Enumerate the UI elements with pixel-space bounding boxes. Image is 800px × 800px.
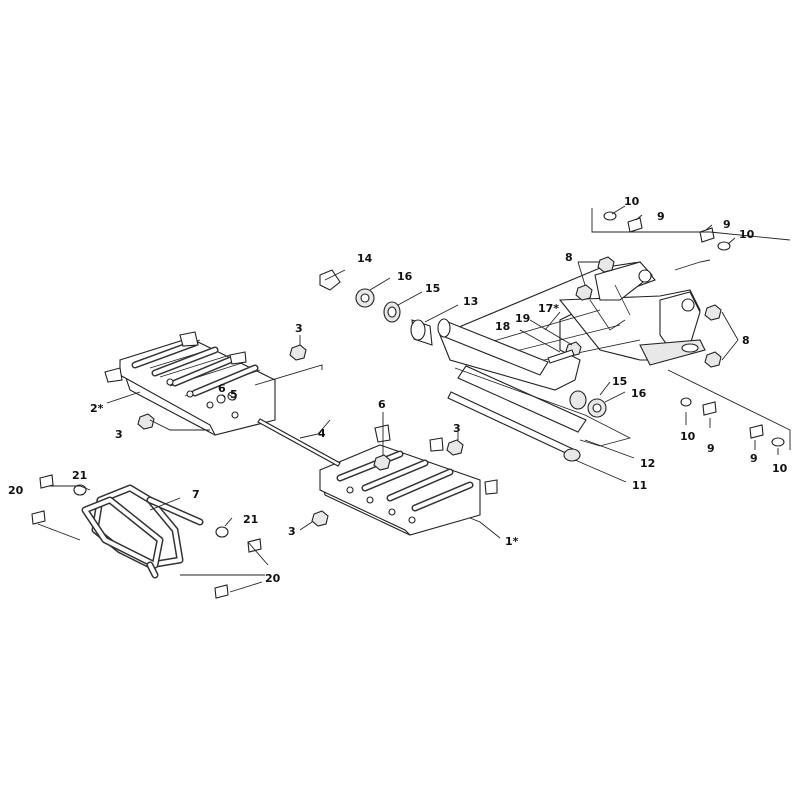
callout-1: 1* [505, 535, 519, 548]
callout-4: 4 [318, 427, 326, 440]
callout-9: 9 [657, 210, 665, 223]
callout-6: 6 [378, 398, 386, 411]
callout-2: 2* [90, 402, 104, 415]
callout-15: 15 [425, 282, 440, 295]
callout-8: 8 [565, 251, 573, 264]
callout-19: 19 [515, 312, 530, 325]
callout-17: 17* [538, 302, 559, 315]
frame-2 [104, 331, 276, 436]
callout-16: 16 [397, 270, 413, 283]
callout-15: 15 [612, 375, 627, 388]
callout-21: 21 [72, 469, 87, 482]
callout-10: 10 [772, 462, 788, 475]
callout-10: 10 [680, 430, 696, 443]
swingarm [439, 261, 706, 391]
callout-9: 9 [750, 452, 758, 465]
pivot-axle [447, 365, 632, 462]
callout-13: 13 [463, 295, 478, 308]
callout-20: 20 [8, 484, 24, 497]
callout-3: 3 [295, 322, 303, 335]
callout-11: 11 [632, 479, 647, 492]
callout-9: 9 [707, 442, 715, 455]
callout-labels: 1* 2* 3 3 3 3 4 5 6 6 7 8 8 9 9 9 9 10 1… [8, 195, 788, 585]
callout-10: 10 [624, 195, 640, 208]
callout-3: 3 [288, 525, 296, 538]
callout-8: 8 [742, 334, 750, 347]
callout-18: 18 [495, 320, 510, 333]
callout-3: 3 [453, 422, 461, 435]
tie-rod [257, 418, 341, 467]
callout-3: 3 [115, 428, 123, 441]
callout-21: 21 [243, 513, 258, 526]
callout-5: 5 [230, 388, 238, 401]
bumper-7 [81, 484, 204, 579]
leader-lines [37, 205, 791, 593]
frame-1 [319, 424, 498, 536]
bushing-assembly [319, 269, 607, 418]
fasteners [31, 211, 785, 599]
callout-10: 10 [739, 228, 755, 241]
callout-9: 9 [723, 218, 731, 231]
callout-20: 20 [265, 572, 281, 585]
callout-7: 7 [192, 488, 200, 501]
callout-14: 14 [357, 252, 373, 265]
callout-16: 16 [631, 387, 647, 400]
callout-12: 12 [640, 457, 655, 470]
callout-6: 6 [218, 382, 226, 395]
